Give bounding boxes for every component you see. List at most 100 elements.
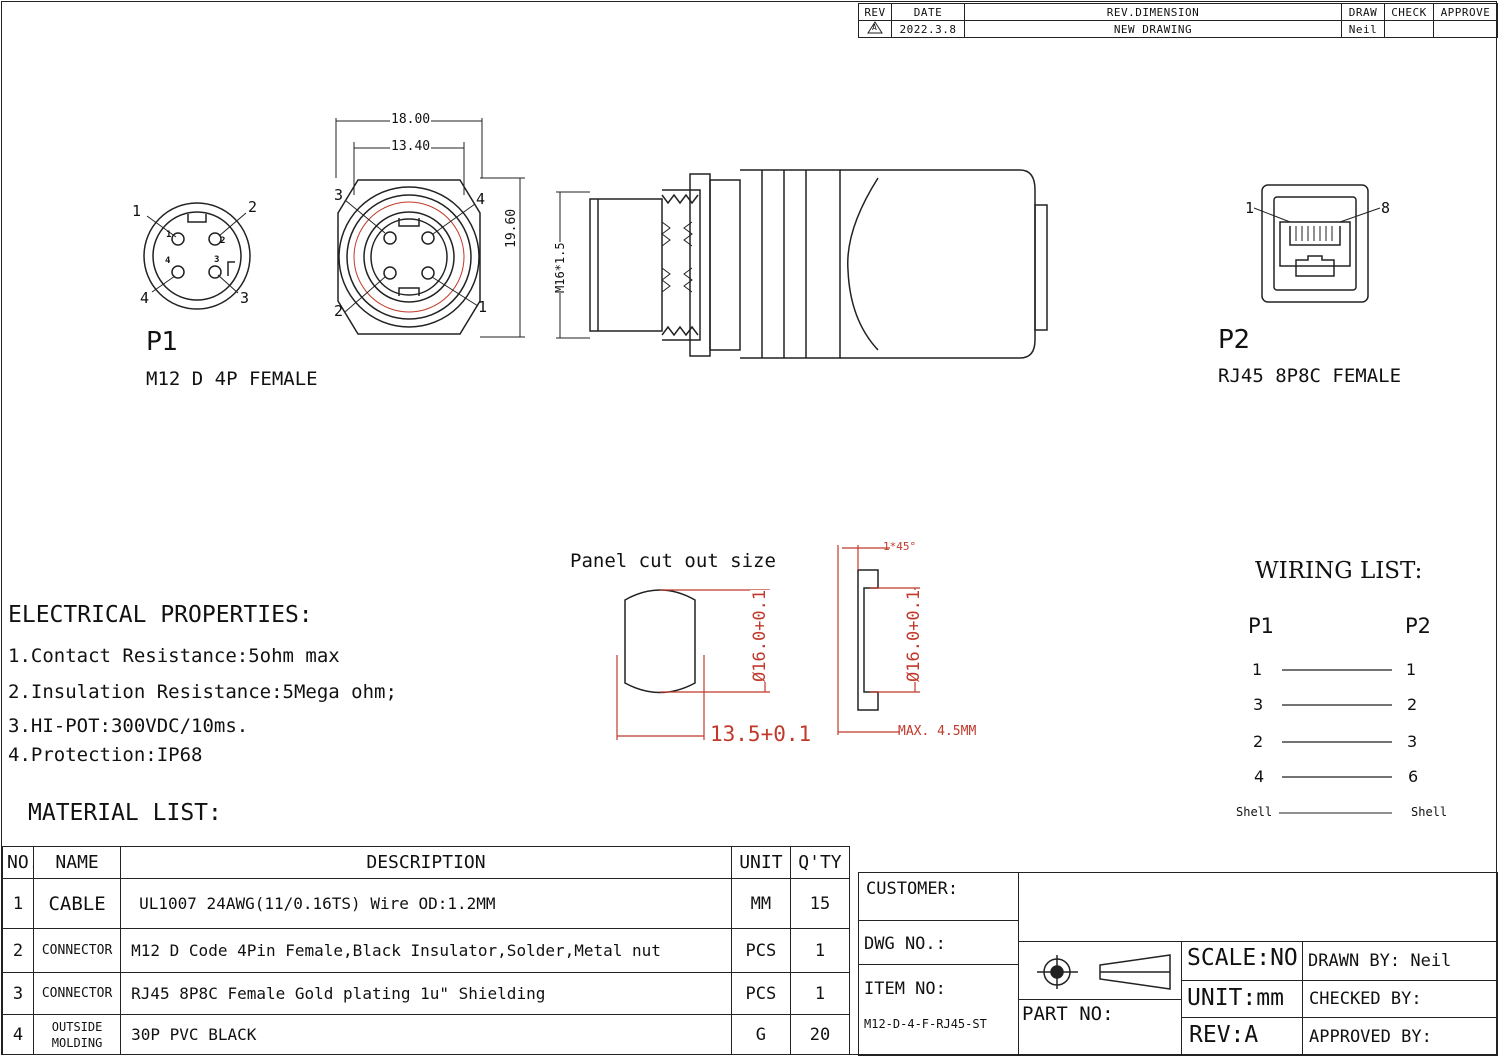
dim-outer: 18.00 (390, 112, 432, 127)
p2-pin-label-1: 1 (1245, 199, 1255, 217)
table-row: 4 OUTSIDE MOLDING 30P PVC BLACK G 20 (1, 1014, 851, 1055)
panel-cutout-title: Panel cut out size (570, 550, 776, 572)
approved-by-label: APPROVED BY: (1309, 1027, 1432, 1047)
p1-face-drawing (143, 202, 251, 310)
wiring-to-2: 2 (1407, 695, 1418, 714)
wiring-to-4: 6 (1408, 767, 1419, 786)
projection-symbol (1037, 954, 1171, 990)
wiring-to-5: Shell (1411, 805, 1448, 819)
row-qty: 20 (789, 1014, 851, 1055)
electrical-heading: ELECTRICAL PROPERTIES: (8, 602, 313, 628)
p1-face-pin-1: 1 (166, 230, 172, 240)
row-unit: PCS (730, 972, 791, 1015)
projection-cell (1018, 941, 1182, 1000)
electrical-item-1: 1.Contact Resistance:5ohm max (8, 645, 340, 667)
electrical-item-2: 2.Insulation Resistance:5Mega ohm; (8, 681, 397, 703)
rev-letter: A (872, 23, 878, 32)
rev-draw: Neil (1341, 20, 1385, 38)
check-header: CHECK (1384, 3, 1434, 21)
thread-label: M16*1.5 (553, 242, 567, 293)
rev-date: 2022.3.8 (891, 20, 965, 38)
row-name: OUTSIDE MOLDING (33, 1014, 122, 1055)
row-no: 4 (1, 1014, 35, 1055)
approved-by-cell (1302, 1017, 1498, 1056)
material-header-row: NO. NAME DESCRIPTION UNIT Q'TY (1, 846, 851, 879)
wiring-col-p2: P2 (1405, 614, 1432, 638)
row-unit: PCS (730, 928, 791, 973)
part-no-label: PART NO: (1022, 1003, 1114, 1025)
row-description: M12 D Code 4Pin Female,Black Insulator,S… (120, 928, 732, 973)
panel-diameter-2: Ø16.0+0.1 (904, 589, 924, 682)
unit-label: UNIT:mm (1187, 985, 1284, 1011)
side-view-drawing (556, 169, 1048, 359)
wiring-from-2: 3 (1253, 695, 1264, 714)
row-description: UL1007 24AWG(11/0.16TS) Wire OD:1.2MM (120, 878, 732, 929)
p1-face-pin-4: 4 (165, 256, 171, 266)
row-qty: 1 (789, 972, 851, 1015)
p2-subtitle: RJ45 8P8C FEMALE (1218, 365, 1402, 387)
p1-pin-label-1: 1 (132, 202, 142, 220)
drawn-by-label: DRAWN BY: Neil (1308, 951, 1452, 971)
electrical-item-4: 4.Protection:IP68 (8, 744, 203, 766)
item-no-cell (858, 964, 1019, 1056)
wiring-heading: WIRING LIST: (1255, 558, 1423, 584)
row-no: 2 (1, 928, 35, 973)
customer-label: CUSTOMER: (866, 879, 959, 899)
p2-pin-label-8: 8 (1381, 199, 1391, 217)
checked-by-label: CHECKED BY: (1309, 989, 1422, 1009)
scale-label: SCALE:NO (1187, 945, 1298, 971)
wiring-from-4: 4 (1254, 767, 1265, 786)
rev-approve (1433, 20, 1498, 38)
row-unit: G (730, 1014, 791, 1055)
item-no-label: ITEM NO: (864, 979, 946, 999)
table-row: 2 CONNECTOR M12 D Code 4Pin Female,Black… (1, 928, 851, 973)
row-no: 1 (1, 878, 35, 929)
approve-header: APPROVE (1433, 3, 1498, 21)
wiring-from-3: 2 (1253, 732, 1264, 751)
p1-subtitle: M12 D 4P FEMALE (146, 368, 318, 390)
panel-flat-dimension: 13.5+0.1 (710, 722, 812, 746)
wiring-col-p1: P1 (1248, 614, 1275, 638)
col-no: NO. (1, 846, 35, 879)
item-no-value: M12-D-4-F-RJ45-ST (864, 1017, 987, 1031)
p1-pin-label-2: 2 (248, 198, 258, 216)
row-qty: 1 (789, 928, 851, 973)
col-name: NAME (33, 846, 122, 879)
p1-pin-label-4: 4 (140, 289, 150, 307)
rev-triangle-cell: A (858, 20, 892, 38)
wiring-lines (1279, 669, 1392, 814)
p1-pin-label-3: 3 (240, 289, 250, 307)
table-row: 3 CONNECTOR RJ45 8P8C Female Gold platin… (1, 972, 851, 1015)
revision-block: REV DATE REV.DIMENSION DRAW CHECK APPROV… (858, 3, 1498, 38)
col-description: DESCRIPTION (120, 846, 732, 879)
row-qty: 15 (789, 878, 851, 929)
p1-face-pin-3: 3 (214, 255, 220, 265)
col-qty: Q'TY (789, 846, 851, 879)
p2-title: P2 (1218, 325, 1251, 355)
front-pin-label-1: 1 (478, 298, 488, 316)
wiring-from-5: Shell (1236, 805, 1273, 819)
electrical-item-3: 3.HI-POT:300VDC/10ms. (8, 715, 249, 737)
rev-label: REV:A (1189, 1022, 1259, 1048)
col-unit: UNIT (730, 846, 791, 879)
material-table: NO. NAME DESCRIPTION UNIT Q'TY 1 CABLE U… (1, 846, 851, 1055)
dim-height: 19.60 (504, 208, 519, 248)
wiring-to-1: 1 (1406, 660, 1417, 679)
front-pin-label-4: 4 (476, 190, 486, 208)
dim-inner: 13.40 (390, 139, 432, 154)
front-pin-label-3: 3 (334, 186, 344, 204)
dwg-no-label: DWG NO.: (864, 934, 946, 954)
front-view-drawing (335, 118, 525, 338)
panel-diameter: Ø16.0+0.1 (750, 589, 770, 682)
p1-face-pin-2: 2 (220, 236, 226, 246)
row-no: 3 (1, 972, 35, 1015)
material-heading: MATERIAL LIST: (28, 800, 222, 826)
wiring-from-1: 1 (1252, 660, 1263, 679)
table-row: 1 CABLE UL1007 24AWG(11/0.16TS) Wire OD:… (1, 878, 851, 929)
p1-title: P1 (146, 327, 179, 357)
p2-rj45-drawing (1253, 184, 1381, 303)
row-name: CABLE (33, 878, 122, 929)
row-description: 30P PVC BLACK (120, 1014, 732, 1055)
front-pin-label-2: 2 (334, 302, 344, 320)
